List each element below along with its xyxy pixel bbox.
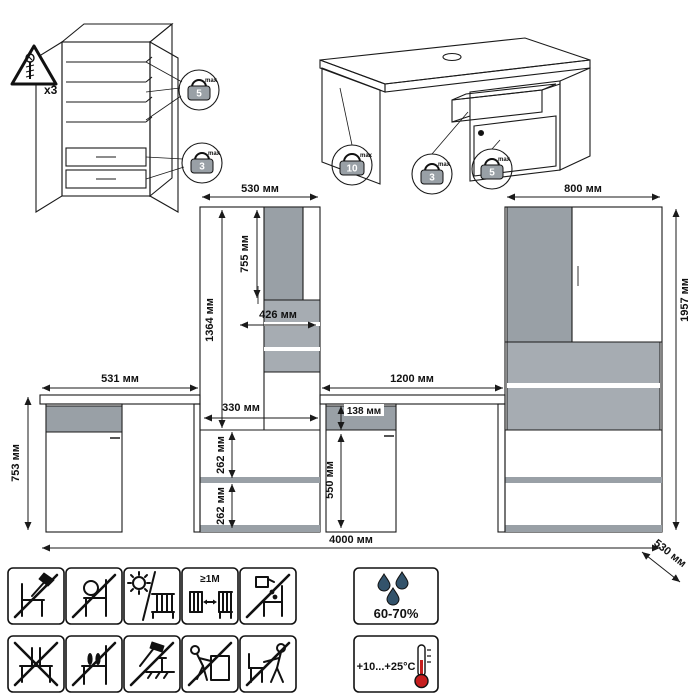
kettlebell-icon xyxy=(424,163,440,172)
wardrobe-assembly-drawing: 5 max 3 max x3 xyxy=(10,22,223,213)
no-standing-icon xyxy=(7,635,65,693)
door-knob xyxy=(477,129,485,137)
desk-left-elevation xyxy=(39,394,201,533)
dim-niche-width: 426 мм xyxy=(259,309,297,321)
shelf-load-callout: 5 max xyxy=(178,69,220,111)
desk-cupboard-load-value: 5 xyxy=(489,168,495,179)
screws-count-label: x3 xyxy=(44,83,58,97)
no-hammering-icon xyxy=(123,635,181,693)
plinth xyxy=(200,525,320,532)
elevation-view: 530 мм 800 мм 1957 мм 755 мм 1364 мм 426… xyxy=(10,183,691,583)
dim-total-width: 4000 мм xyxy=(329,534,373,546)
wardrobe-top xyxy=(60,23,174,43)
no-axe-impact-icon xyxy=(7,567,65,625)
temperature-value: +10...+25°С xyxy=(357,661,416,673)
desk-cupboard-load-callout: 5 max xyxy=(471,148,513,190)
no-hanging-load-icon xyxy=(65,567,123,625)
cabinet-right-gray-door xyxy=(506,206,573,343)
drawer-load-value: 3 xyxy=(199,162,205,173)
kettlebell-icon xyxy=(484,158,500,167)
cable-hole xyxy=(442,52,462,62)
no-feet-on-furniture-icon xyxy=(65,635,123,693)
desk-drawer-load-value: 3 xyxy=(429,173,435,184)
screw-icon xyxy=(25,53,35,79)
kettlebell-icon xyxy=(191,79,207,88)
cabinet-left xyxy=(199,206,321,533)
dim-desk-right-underdesk: 550 мм xyxy=(324,461,336,499)
wardrobe-front xyxy=(61,41,151,197)
temperature-info: +10...+25°С xyxy=(353,635,439,693)
desk-left-panel xyxy=(321,67,381,185)
thermometer-icon xyxy=(414,644,431,689)
drawer-load-callout: 3 max xyxy=(181,142,223,184)
plinth xyxy=(505,525,662,532)
dim-desk-right-drawer: 138 мм xyxy=(347,406,381,417)
desk-drawer-load-callout: 3 max xyxy=(411,153,453,195)
heat-distance-label: ≥1М xyxy=(200,574,219,585)
dim-desk-left-height: 753 мм xyxy=(10,444,22,482)
kettlebell-icon xyxy=(194,152,210,161)
drawer-load-max: max xyxy=(208,151,221,157)
kettlebell-icon xyxy=(343,153,361,163)
dim-desk-right-width: 1200 мм xyxy=(390,373,434,385)
dim-desk-left-width: 531 мм xyxy=(101,373,139,385)
desk-drawer-load-max: max xyxy=(438,162,451,168)
cabinet-left-niche xyxy=(263,299,321,373)
desk-pedestal-side xyxy=(559,67,591,171)
no-liquids-icon xyxy=(239,567,297,625)
dim-niche-height: 330 мм xyxy=(222,402,260,414)
dim-cabinet-left-width: 530 мм xyxy=(241,183,279,195)
no-pushing-icon xyxy=(181,635,239,693)
dim-drawer-top: 262 мм xyxy=(215,436,227,474)
desk-top xyxy=(319,37,591,85)
water-drops-icon xyxy=(377,571,409,606)
no-dragging-icon xyxy=(239,635,297,693)
care-pictograms: ≥1М xyxy=(7,567,439,693)
screws-warning: x3 xyxy=(10,44,58,97)
heat-distance-icon: ≥1М xyxy=(181,567,239,625)
shelf-load-max: max xyxy=(205,78,218,84)
humidity-info: 60-70% xyxy=(353,567,439,625)
wardrobe-door-left-open xyxy=(35,41,63,213)
dim-body-height: 1364 мм xyxy=(204,298,216,342)
humidity-value: 60-70% xyxy=(374,606,419,621)
drawer-gap xyxy=(200,477,320,483)
desktop-load-max: max xyxy=(360,153,373,159)
cabinet-right xyxy=(504,206,663,533)
cabinet-left-gray-door xyxy=(263,206,304,301)
shelf-load-value: 5 xyxy=(196,89,202,100)
dim-depth: 530 мм xyxy=(651,537,688,570)
dim-cabinet-right-width: 800 мм xyxy=(564,183,602,195)
desk-assembly-drawing: 10 max 3 max 5 max xyxy=(319,37,591,195)
wardrobe-door-right-open xyxy=(149,41,179,213)
drawer-gap xyxy=(505,477,662,483)
sun-protection-icon xyxy=(123,567,181,625)
desk-left-drawer xyxy=(45,405,123,433)
desk-cupboard-load-max: max xyxy=(498,157,511,163)
desktop-load-callout: 10 max xyxy=(331,144,373,186)
dim-drawer-bottom: 262 мм xyxy=(215,487,227,525)
desktop-load-value: 10 xyxy=(346,164,358,175)
dim-door-height: 755 мм xyxy=(239,235,251,273)
dim-cabinet-right-height: 1957 мм xyxy=(679,278,691,322)
